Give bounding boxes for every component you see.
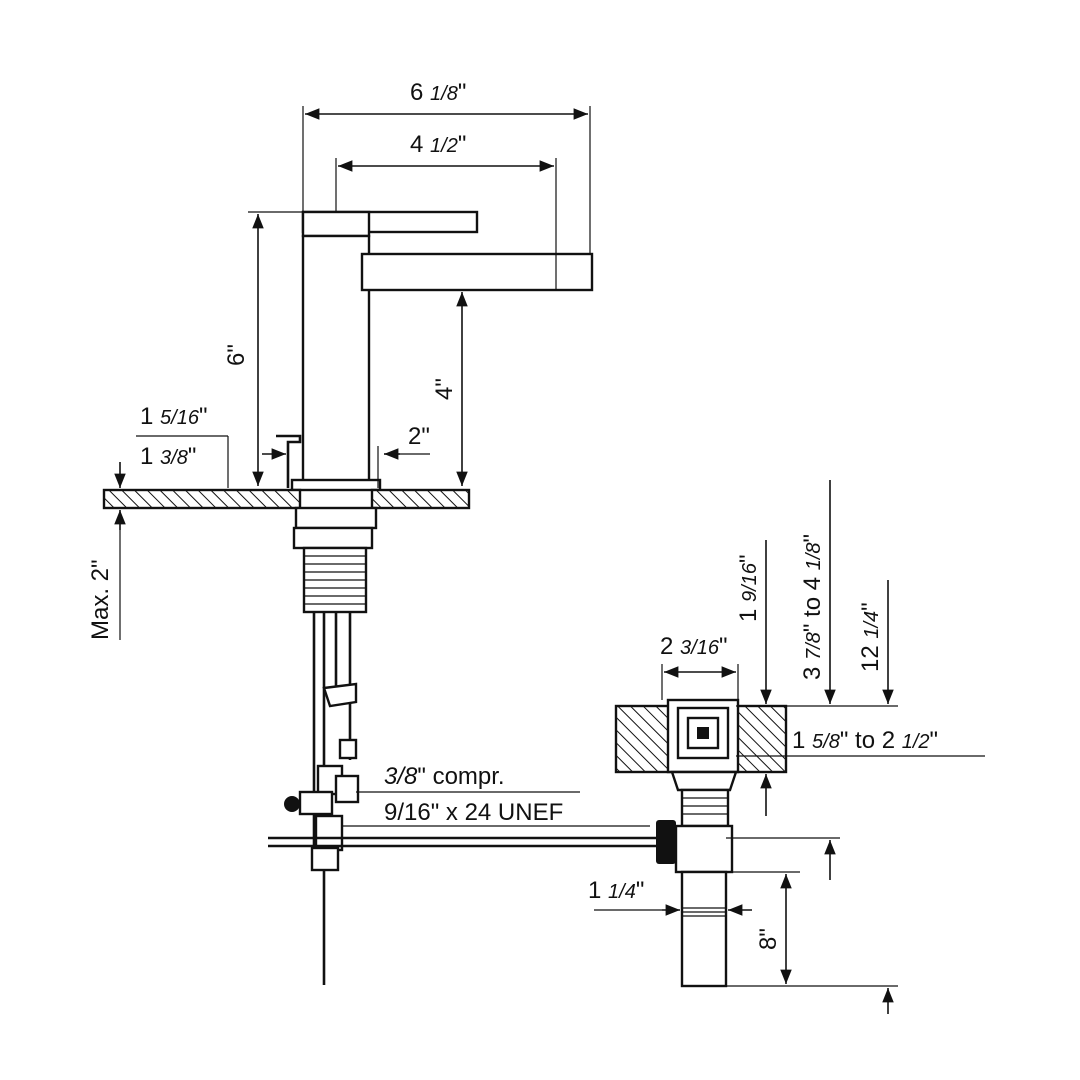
dim-base-b: 1 3/8" [140,443,196,470]
dim-drain-width: 2 3/16" [660,633,728,660]
drain-dimension-lines [342,480,985,1014]
dim-drain-h-total: 12 1/4" [857,602,884,672]
dim-base-a: 1 5/16" [140,403,208,430]
dim-drain-h-a: 1 9/16" [735,555,762,623]
deck-left [102,488,302,510]
dim-tail-diameter: 1 1/4" [588,877,644,904]
dimension-labels: 6 1/8" 4 1/2" 6" 4" 2" 1 5/16" 1 3/8" Ma… [87,79,938,950]
note-thread: 9/16" x 24 UNEF [384,799,563,826]
dim-tail-length: 8" [755,928,782,950]
deck-right [370,488,471,510]
dim-spout-clearance: 4" [431,378,458,400]
mounting-nut [294,506,378,530]
dim-overall-depth: 6 1/8" [410,79,466,106]
dim-max-deck: Max. 2" [87,559,114,640]
tailpiece [680,870,728,988]
faucet-side-view [102,210,660,985]
dim-drain-h-range: 3 7/8" to 4 1/8" [799,534,826,680]
basin-left [614,704,674,774]
basin-right [734,704,788,774]
dim-lever-offset: 2" [408,423,430,450]
dim-deck-range: 1 5/8" to 2 1/2" [792,727,938,754]
note-compression: 3/8" compr. [384,763,505,790]
dim-overall-height: 6" [223,344,250,366]
pivot-housing [674,824,734,874]
body-cap [301,210,371,238]
dim-spout-reach: 4 1/2" [410,131,466,158]
drain-assembly [614,698,788,988]
faucet-body [301,234,371,486]
faucet-dimension-lines [114,106,591,640]
spout [360,252,594,292]
